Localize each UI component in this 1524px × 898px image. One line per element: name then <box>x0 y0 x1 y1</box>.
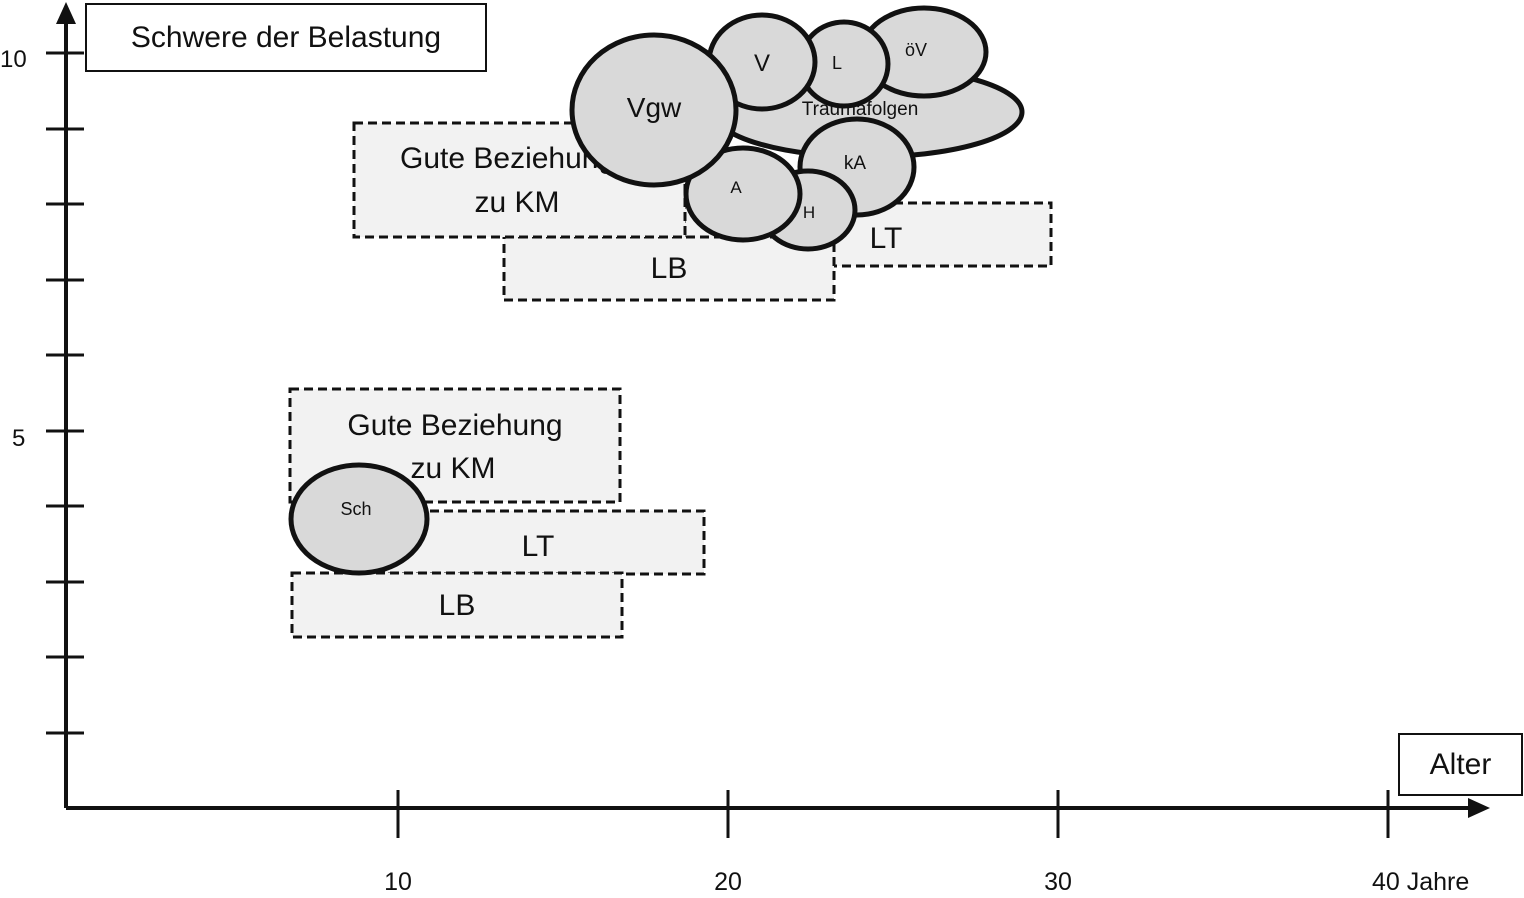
h-label: H <box>803 203 815 222</box>
upper-lt-label: LT <box>870 222 903 255</box>
vgw-label: Vgw <box>627 92 682 123</box>
ka-label: kA <box>844 153 867 174</box>
x-axis-title: Alter <box>1429 747 1492 781</box>
vgw-ellipse <box>569 32 739 188</box>
y-tick-label-5: 5 <box>12 425 25 452</box>
y-tick-label-10: 10 <box>0 46 27 73</box>
x-tick-label-10: 10 <box>384 868 412 893</box>
axes: 10 5 10 20 30 40 Jahre <box>0 2 1490 896</box>
lower-stressors: Sch <box>288 462 430 576</box>
lower-lb-box <box>290 571 624 639</box>
sch-label: Sch <box>340 499 371 519</box>
y-axis-title-box: Schwere der Belastung <box>85 3 487 72</box>
upper-lb-label: LB <box>651 252 688 285</box>
lower-lt-label: LT <box>522 530 555 563</box>
l-label: L <box>832 53 842 73</box>
x-tick-label-30: 30 <box>1044 868 1072 893</box>
x-tick-label-40: 40 Jahre <box>1372 868 1469 893</box>
lower-beziehung-line2: zu KM <box>410 452 495 485</box>
lower-lb-label: LB <box>439 589 476 622</box>
upper-lb-box <box>502 235 836 302</box>
y-tick-marks <box>46 51 84 735</box>
traumafolgen-label: Traumafolgen <box>802 99 919 120</box>
x-tick-marks <box>396 790 1390 838</box>
upper-stressors <box>569 5 1025 252</box>
a-label: A <box>730 178 742 197</box>
v-label: V <box>754 50 770 77</box>
y-axis-arrow <box>56 2 76 24</box>
lower-beziehung-line1: Gute Beziehung <box>347 409 562 442</box>
x-axis-arrow <box>1468 798 1490 818</box>
upper-beziehung-line2: zu KM <box>474 186 559 219</box>
a-ellipse <box>683 145 803 243</box>
upper-stressor-labels: Traumafolgen öV L V kA H A Vgw <box>627 40 927 222</box>
ov-label: öV <box>905 40 927 60</box>
sch-ellipse <box>288 462 430 576</box>
x-axis-title-box: Alter <box>1398 733 1523 796</box>
upper-beziehung-line1: Gute Beziehung <box>400 142 615 175</box>
y-axis-title: Schwere der Belastung <box>130 20 442 54</box>
x-tick-label-20: 20 <box>714 868 742 893</box>
